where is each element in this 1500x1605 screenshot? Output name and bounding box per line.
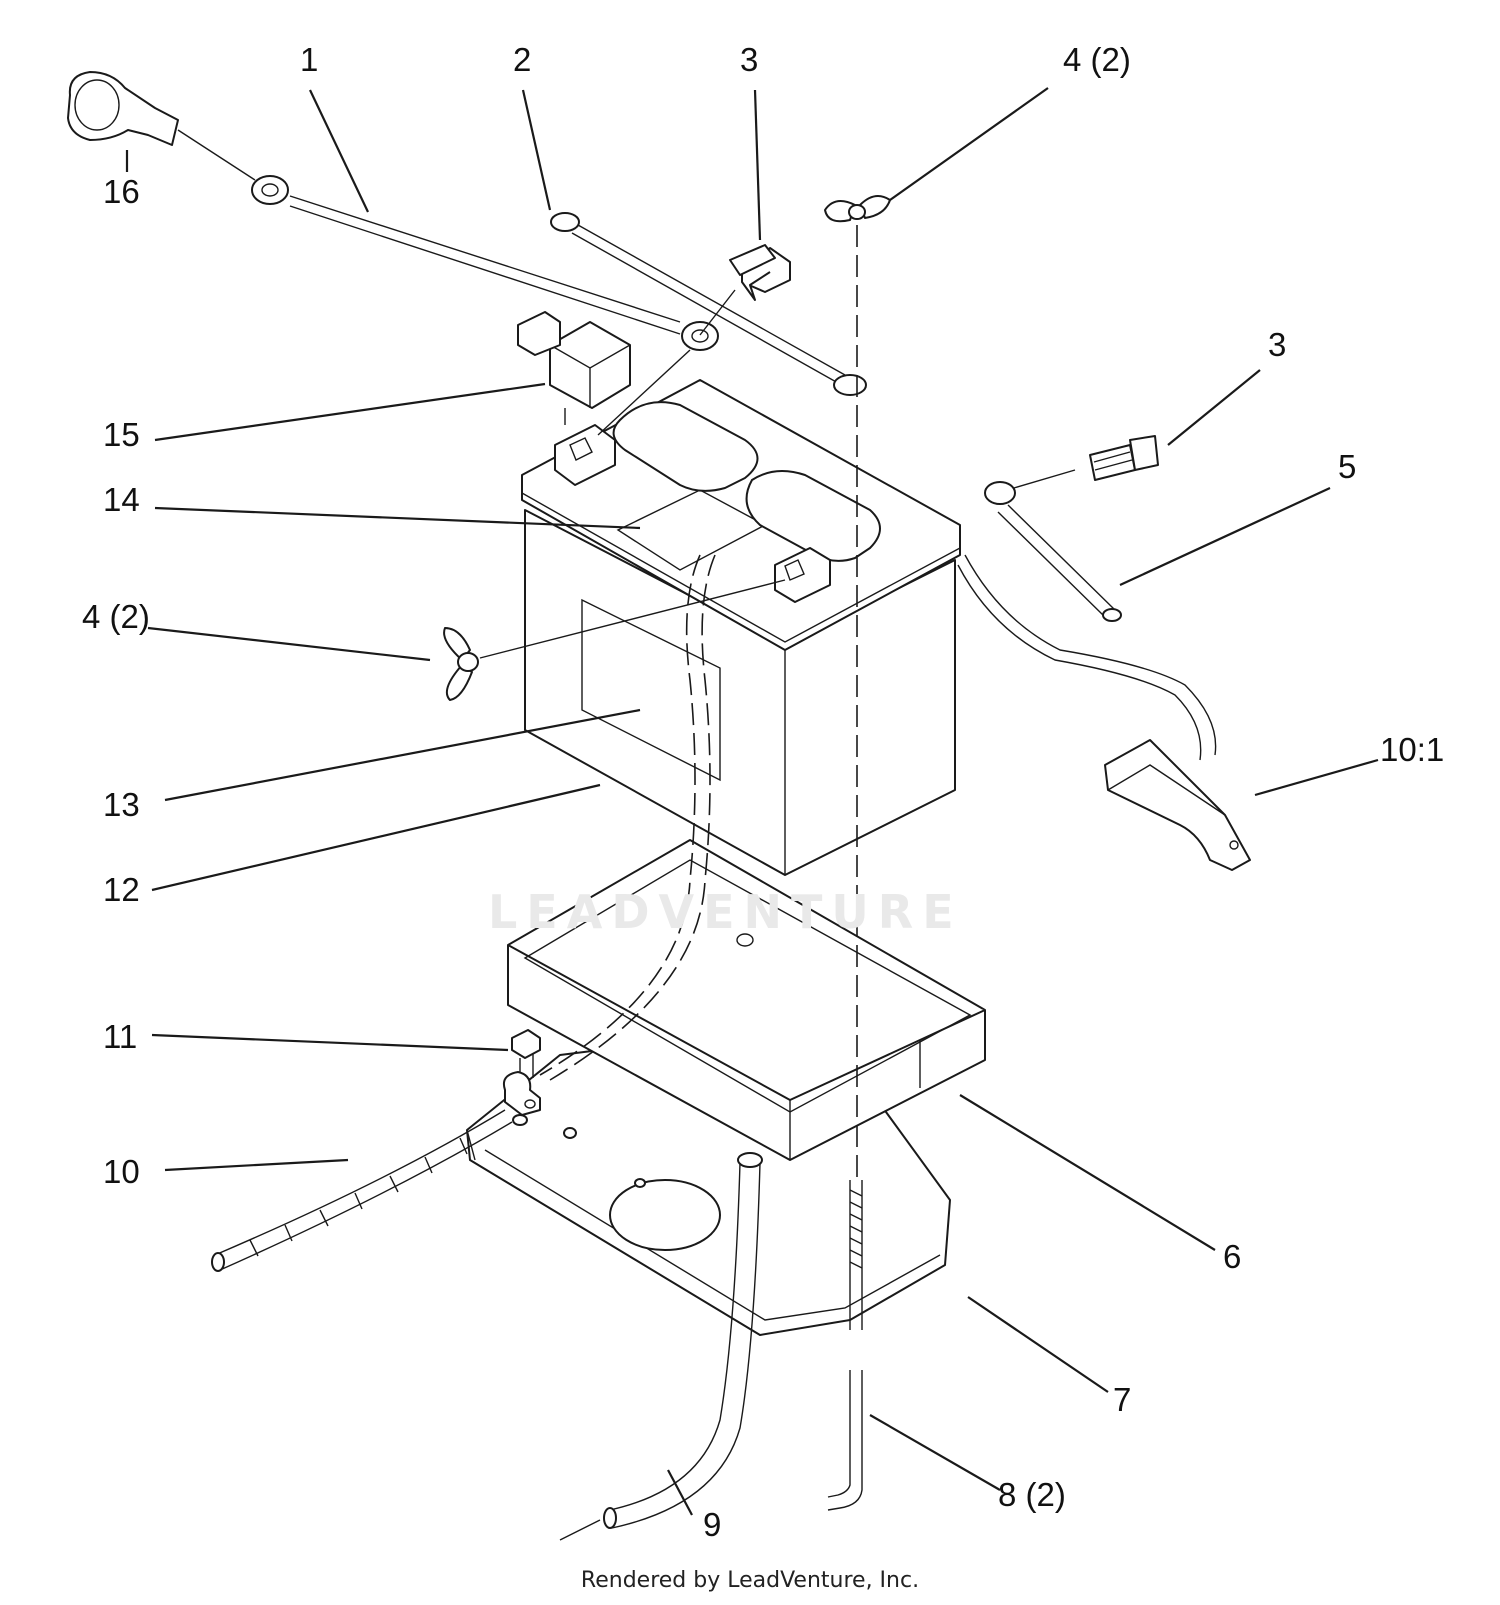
battery-cable-negative	[984, 481, 1122, 622]
callout-6: 6	[1223, 1238, 1242, 1275]
callout-5: 5	[1338, 448, 1357, 485]
callout-3-right: 3	[1268, 326, 1287, 363]
footer-credit: Rendered by LeadVenture, Inc.	[580, 1568, 920, 1593]
vent-tube	[559, 1152, 763, 1541]
solenoid	[517, 311, 631, 425]
wire-harness	[211, 554, 1251, 1272]
cap-screw-upper	[699, 244, 791, 336]
callout-10: 10	[103, 1153, 140, 1190]
callout-11: 11	[103, 1018, 138, 1055]
callout-15: 15	[103, 416, 140, 453]
callout-4-upper: 4 (2)	[1063, 41, 1131, 78]
cap-screw-right	[989, 435, 1159, 496]
callout-10-1: 10:1	[1380, 731, 1445, 768]
battery-cable-ground	[550, 212, 867, 396]
callout-13: 13	[103, 786, 140, 823]
watermark: LEADVENTURE	[488, 885, 963, 939]
callout-4-left: 4 (2)	[82, 598, 150, 635]
bolt	[502, 1029, 541, 1116]
callout-2: 2	[513, 41, 532, 78]
battery	[521, 379, 961, 876]
callout-14: 14	[103, 481, 140, 518]
callout-16: 16	[103, 173, 140, 210]
j-bolt	[827, 225, 863, 1511]
callout-1: 1	[300, 41, 319, 78]
callout-3-upper: 3	[740, 41, 759, 78]
callout-8: 8 (2)	[998, 1476, 1066, 1513]
wing-nut-left	[443, 579, 786, 701]
wing-nut-upper	[824, 195, 891, 223]
callout-12: 12	[103, 871, 140, 908]
callout-9: 9	[703, 1506, 722, 1543]
leader-lines	[125, 87, 1379, 1516]
battery-tray	[507, 839, 986, 1161]
battery-cable-positive	[67, 71, 719, 436]
callout-7: 7	[1113, 1381, 1132, 1418]
